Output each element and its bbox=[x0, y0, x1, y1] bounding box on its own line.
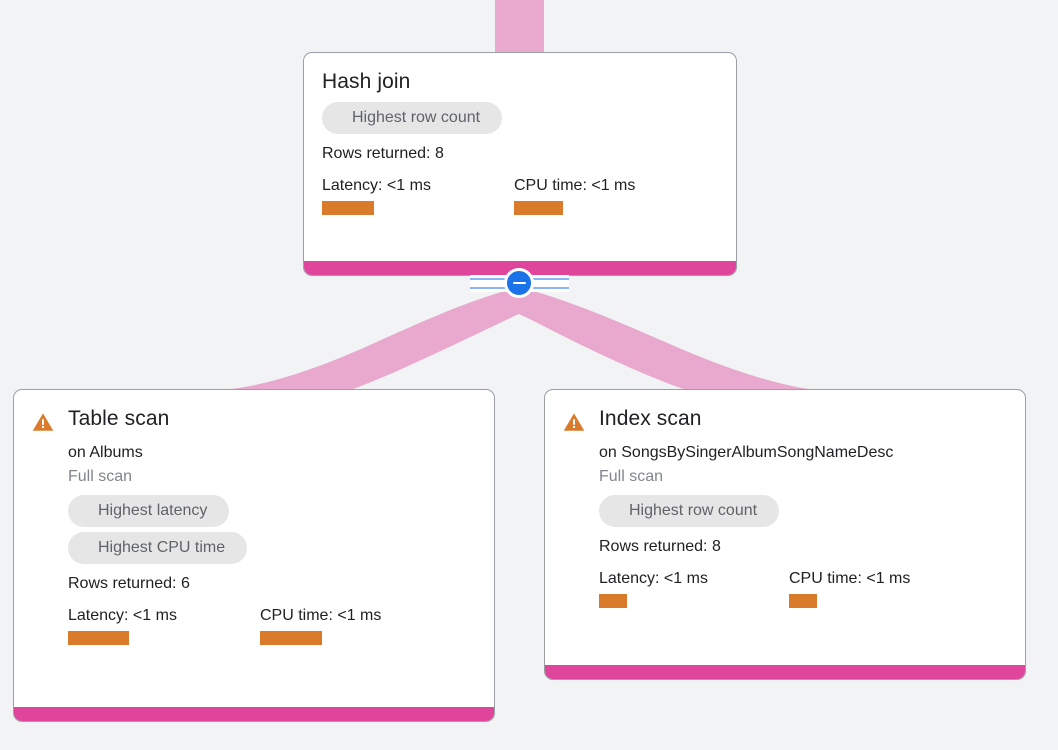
metric-cpu-time: CPU time: <1 ms bbox=[789, 569, 910, 608]
rail-line-top bbox=[519, 278, 569, 280]
badge-highest-row-count: Highest row count bbox=[599, 495, 780, 527]
badge-highest-latency: Highest latency bbox=[68, 495, 230, 527]
node-title-row: Hash join bbox=[322, 69, 718, 95]
metric-latency-bar bbox=[599, 594, 627, 608]
metric-cpu-time: CPU time: <1 ms bbox=[514, 176, 635, 215]
metric-cpu-time-label: CPU time: <1 ms bbox=[260, 607, 382, 624]
node-badges: Highest row count bbox=[322, 102, 718, 134]
metric-latency: Latency: <1 ms bbox=[68, 606, 260, 645]
node-metrics: Latency: <1 ms CPU time: <1 ms bbox=[322, 176, 718, 215]
badge-highest-row-count: Highest row count bbox=[322, 102, 503, 134]
node-scan-type: Full scan bbox=[599, 468, 664, 485]
metric-cpu-time-label: CPU time: <1 ms bbox=[514, 177, 636, 194]
metric-latency-bar bbox=[68, 631, 129, 645]
rows-returned: Rows returned: 8 bbox=[599, 538, 721, 555]
metric-cpu-time-bar bbox=[514, 201, 563, 215]
rows-returned: Rows returned: 8 bbox=[322, 145, 444, 162]
node-subtitle: on Albums bbox=[68, 444, 143, 461]
node-body: Index scan on SongsBySingerAlbumSongName… bbox=[545, 390, 1025, 665]
edge-inflow-root bbox=[495, 0, 544, 52]
node-title: Index scan bbox=[599, 407, 702, 430]
node-badges: Highest row count bbox=[599, 495, 1007, 527]
node-details: on SongsBySingerAlbumSongNameDesc Full s… bbox=[563, 442, 1007, 608]
warning-icon bbox=[563, 413, 585, 431]
node-badges: Highest latency Highest CPU time bbox=[68, 495, 476, 564]
metric-cpu-time-label: CPU time: <1 ms bbox=[789, 570, 911, 587]
node-hash-join[interactable]: Hash join Highest row count Rows returne… bbox=[303, 52, 737, 276]
metric-cpu-time-bar bbox=[260, 631, 322, 645]
node-subtitle: on SongsBySingerAlbumSongNameDesc bbox=[599, 444, 894, 461]
node-metrics: Latency: <1 ms CPU time: <1 ms bbox=[599, 569, 1007, 608]
node-accent-bar bbox=[545, 665, 1025, 679]
node-body: Table scan on Albums Full scan Highest l… bbox=[14, 390, 494, 707]
node-accent-bar bbox=[14, 707, 494, 721]
node-index-scan[interactable]: Index scan on SongsBySingerAlbumSongName… bbox=[544, 389, 1026, 680]
warning-icon bbox=[32, 413, 54, 431]
node-details: on Albums Full scan Highest latency High… bbox=[32, 442, 476, 645]
metric-latency-label: Latency: <1 ms bbox=[322, 177, 431, 194]
metric-latency-label: Latency: <1 ms bbox=[68, 607, 177, 624]
node-title-row: Index scan bbox=[563, 406, 1007, 433]
minus-icon bbox=[512, 281, 526, 285]
node-metrics: Latency: <1 ms CPU time: <1 ms bbox=[68, 606, 476, 645]
node-title: Hash join bbox=[322, 70, 411, 93]
collapse-children-toggle[interactable] bbox=[504, 268, 534, 298]
metric-latency-bar bbox=[322, 201, 374, 215]
metric-latency: Latency: <1 ms bbox=[599, 569, 789, 608]
rows-returned: Rows returned: 6 bbox=[68, 575, 190, 592]
metric-latency-label: Latency: <1 ms bbox=[599, 570, 708, 587]
metric-latency: Latency: <1 ms bbox=[322, 176, 514, 215]
node-title-row: Table scan bbox=[32, 406, 476, 433]
node-body: Hash join Highest row count Rows returne… bbox=[304, 53, 736, 261]
badge-highest-cpu-time: Highest CPU time bbox=[68, 532, 248, 564]
node-table-scan[interactable]: Table scan on Albums Full scan Highest l… bbox=[13, 389, 495, 722]
node-scan-type: Full scan bbox=[68, 468, 133, 485]
node-title: Table scan bbox=[68, 407, 170, 430]
rail-line-top bbox=[470, 278, 520, 280]
metric-cpu-time-bar bbox=[789, 594, 817, 608]
metric-cpu-time: CPU time: <1 ms bbox=[260, 606, 381, 645]
